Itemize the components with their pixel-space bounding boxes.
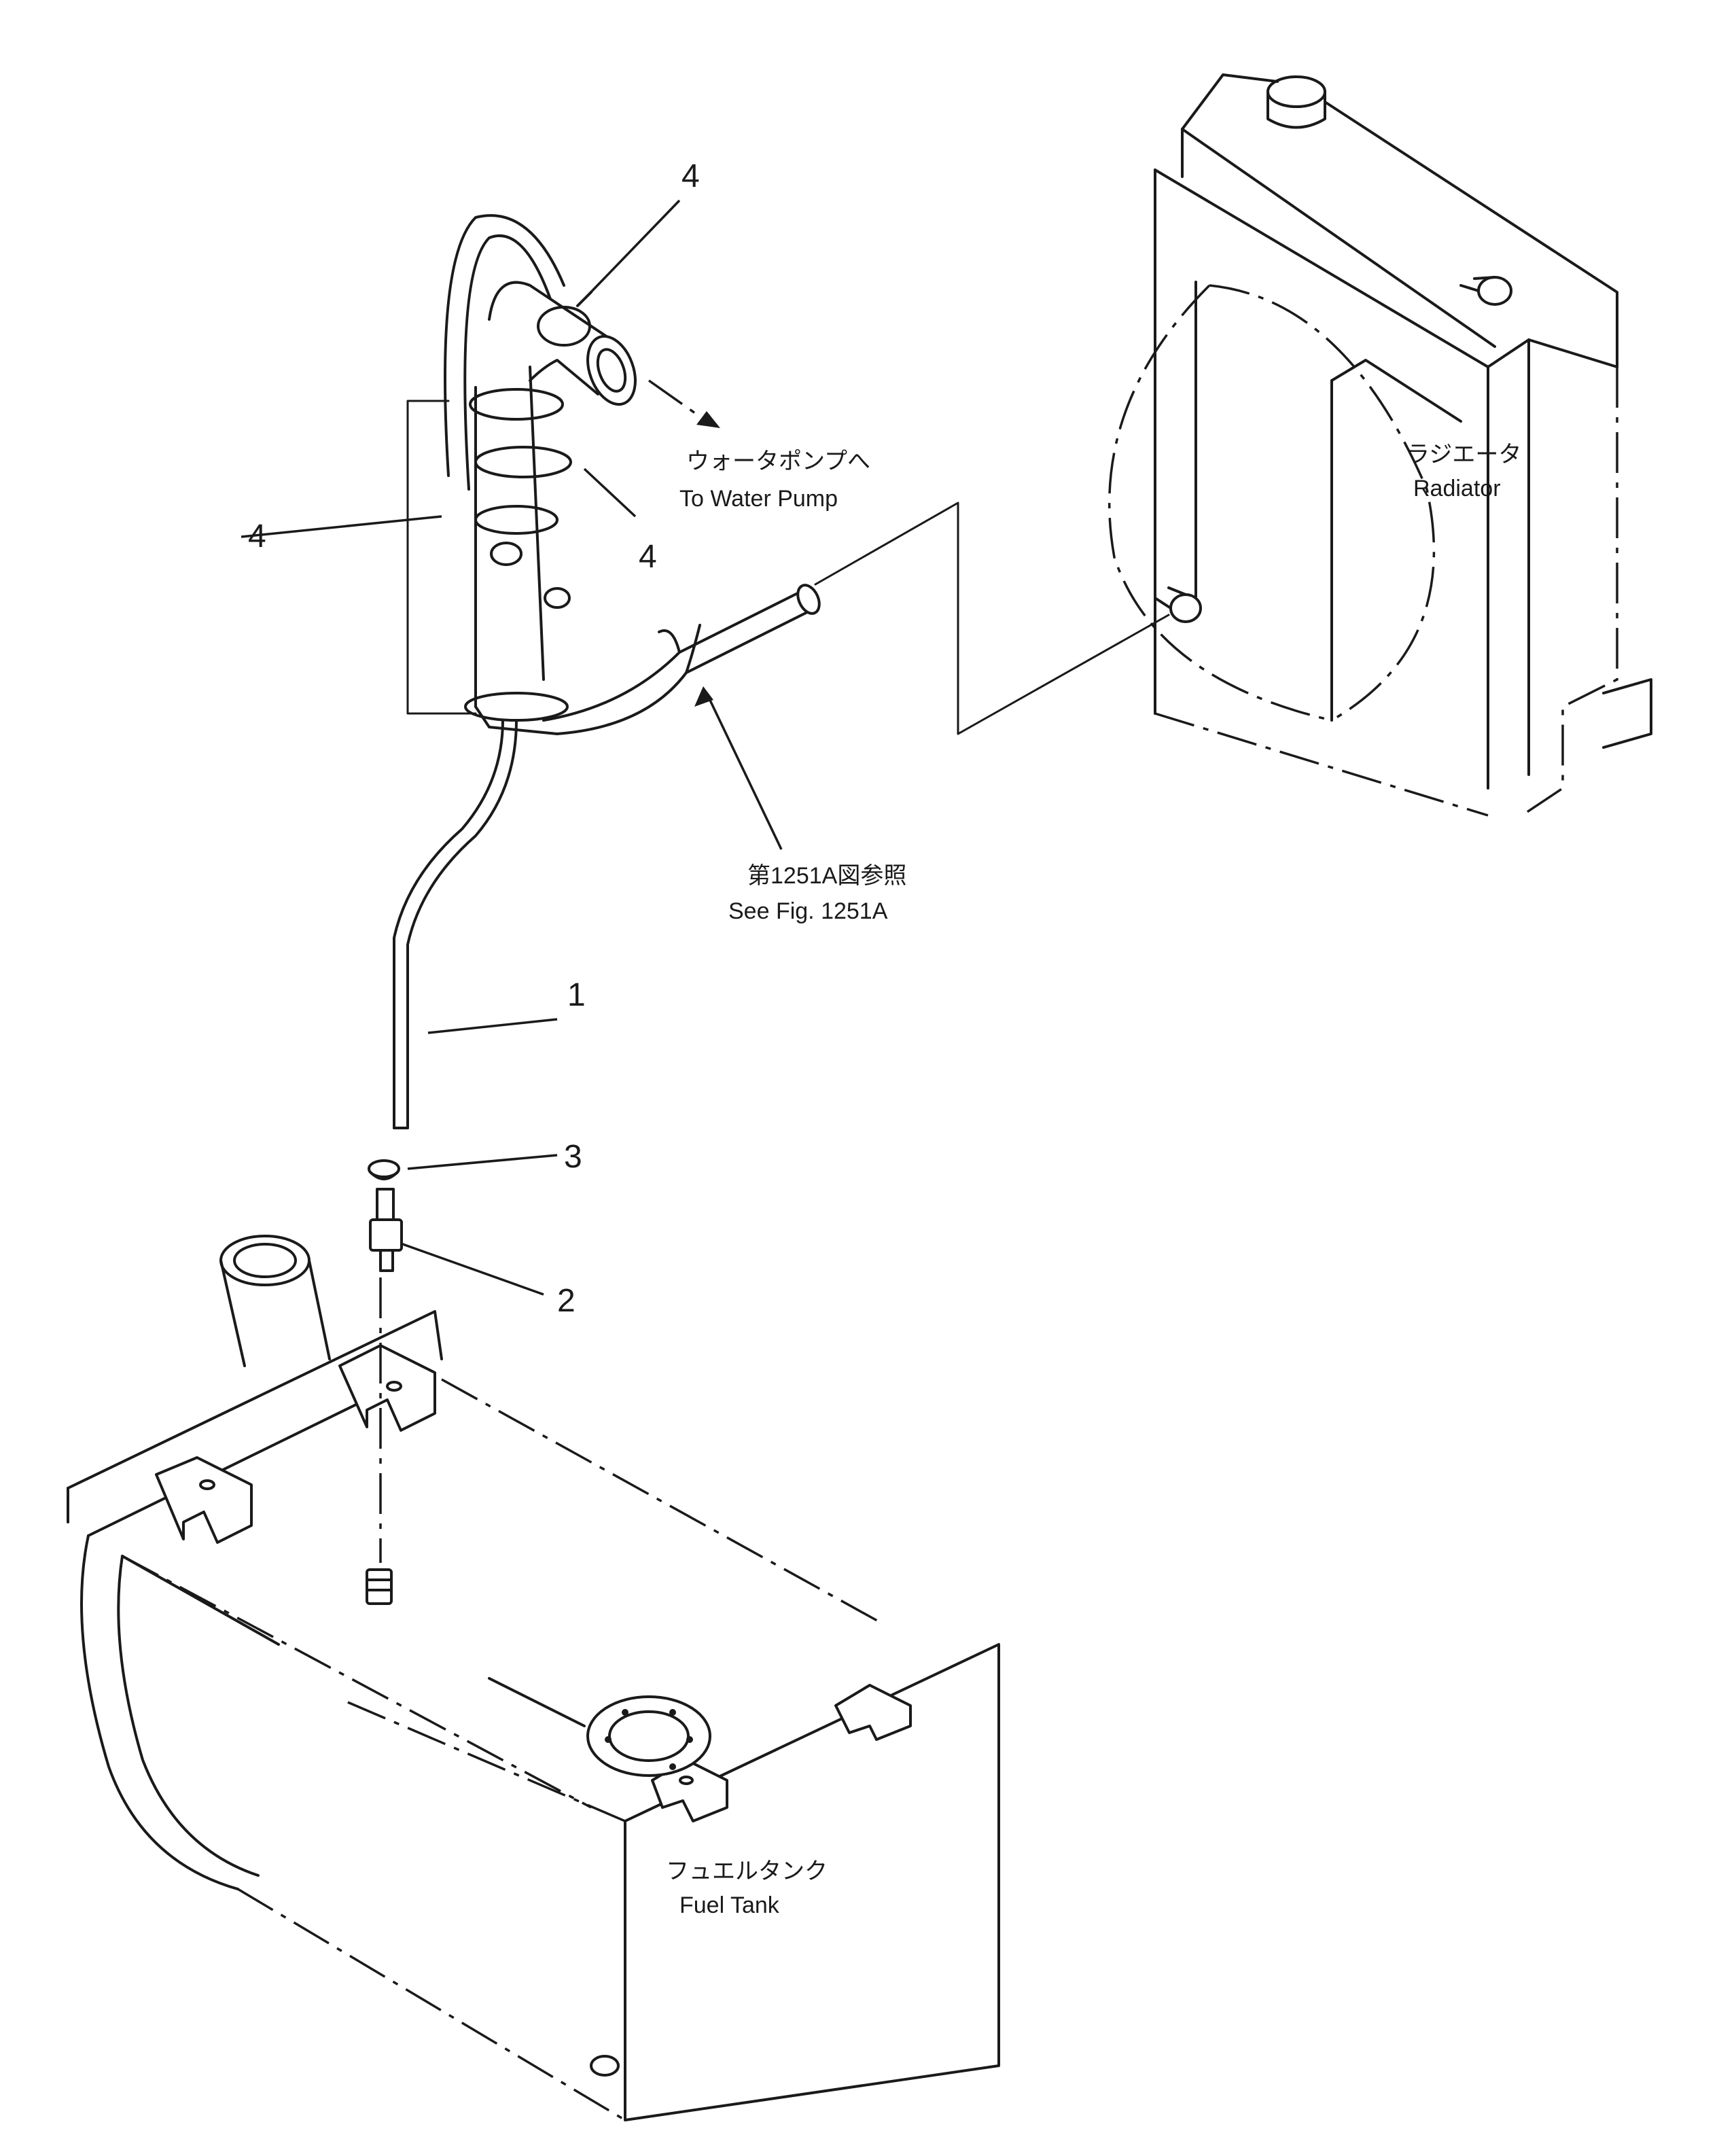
callout-4-top: 4 <box>681 158 700 194</box>
label-water-pump-jp: ウォータポンプへ <box>686 448 870 474</box>
leader-lines <box>241 199 783 1296</box>
label-radiator-jp: ラジエータ <box>1406 442 1521 468</box>
label-fuel-tank-jp: フュエルタンク <box>666 1858 828 1884</box>
hose-assembly <box>406 214 1170 735</box>
label-radiator-en: Radiator <box>1413 476 1501 501</box>
hose-clip <box>368 1159 400 1180</box>
label-fuel-tank-en: Fuel Tank <box>679 1892 780 1918</box>
callout-1: 1 <box>567 977 586 1013</box>
callout-2: 2 <box>557 1283 575 1319</box>
callout-4-left: 4 <box>248 518 266 554</box>
label-see-fig-jp: 第1251A図参照 <box>747 863 906 889</box>
callout-3: 3 <box>564 1139 582 1175</box>
label-water-pump-en: To Water Pump <box>679 486 838 512</box>
radiator <box>1108 73 1652 817</box>
label-see-fig-en: See Fig. 1251A <box>728 898 888 924</box>
fuel-tank <box>67 1235 1000 2121</box>
overflow-tube <box>393 719 518 1129</box>
connector <box>369 1188 403 1272</box>
callout-4-right: 4 <box>639 539 657 575</box>
